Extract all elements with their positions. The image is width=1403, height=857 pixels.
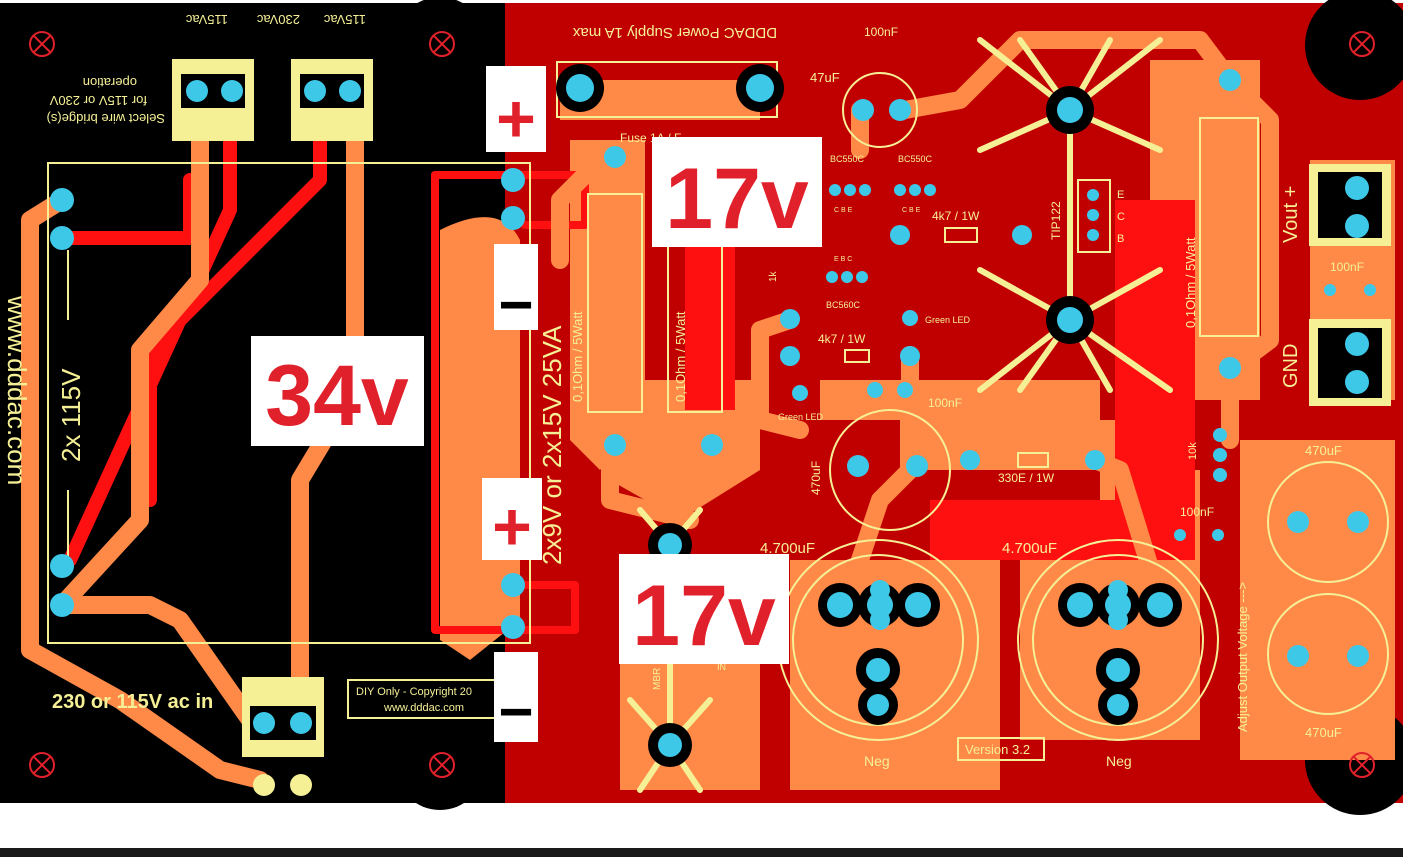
cap-top-label: 100nF — [864, 25, 898, 39]
cap-470-a-label: 470uF — [1305, 443, 1342, 458]
r1k-label: 1k — [768, 270, 779, 282]
wire-label-115-right: 115Vac — [323, 12, 366, 27]
voltage-34v: 34v — [265, 348, 409, 444]
plus-top-sign: + — [496, 81, 536, 157]
tip-e: E — [1117, 189, 1124, 201]
tip-b: B — [1117, 233, 1124, 245]
pot-label: 10k — [1187, 442, 1199, 460]
wire-note-1: Select wire bridge(s) — [47, 111, 166, 126]
pads — [50, 64, 1376, 796]
ac-in-label: 230 or 115V ac in — [52, 691, 213, 713]
version-label: Version 3.2 — [965, 742, 1030, 757]
led2-label: Green LED — [778, 412, 824, 422]
led1-label: Green LED — [925, 315, 971, 325]
website-vertical: www.dddac.com — [2, 295, 32, 485]
board-title: DDDAC Power Supply 1A max — [572, 24, 777, 41]
minus-top-sign: − — [498, 271, 533, 338]
tip-label: TIP122 — [1049, 201, 1063, 240]
cap-470-b-label: 470uF — [1305, 725, 1342, 740]
q2-pins: C B E — [902, 207, 921, 214]
cap-big-left-label: 4.700uF — [760, 540, 815, 557]
q1-pins: C B E — [834, 207, 853, 214]
plus-bottom-sign: + — [492, 489, 532, 565]
cap-out-100b-label: 100nF — [1180, 505, 1214, 519]
r330-label: 330E / 1W — [998, 471, 1055, 485]
wire-note-3: operation — [83, 75, 137, 90]
voltage-annotations: + − + − 17v 34v 17v — [251, 66, 822, 745]
wire-note-2: for 115V or 230V — [49, 93, 147, 108]
neg-right-label: Neg — [1106, 753, 1132, 769]
wire-label-115-left: 115Vac — [185, 12, 228, 27]
r4k7-mid-label: 4k7 / 1W — [818, 332, 866, 346]
cap-big-right-label: 4.700uF — [1002, 540, 1057, 557]
mbr-label: MBR — [652, 668, 663, 690]
diy-line-2: www.dddac.com — [383, 702, 464, 714]
in-label: IN — [717, 662, 726, 672]
gnd-label: GND — [1280, 344, 1302, 388]
copper-traces — [21, 31, 1279, 789]
voltage-17v-top: 17v — [665, 151, 809, 247]
neg-left-label: Neg — [864, 753, 890, 769]
r4k7-top-label: 4k7 / 1W — [932, 209, 980, 223]
mounting-holes — [29, 31, 1375, 778]
cap-47-label: 47uF — [810, 70, 840, 85]
vout-label: Vout + — [1280, 186, 1302, 243]
cap-out-100-label: 100nF — [1330, 260, 1364, 274]
q3-label: BC560C — [826, 300, 861, 310]
adjust-label: Adjust Output Voltage ---> — [1235, 582, 1250, 732]
minus-bottom-sign: − — [498, 678, 533, 745]
tip-c: C — [1117, 211, 1125, 223]
voltage-17v-bottom: 17v — [632, 568, 776, 664]
silk-text: DDDAC Power Supply 1A max www.dddac.com … — [2, 12, 1364, 769]
cap-mid-label: 100nF — [928, 396, 962, 410]
resistor-mid-label: 0,1Ohm / 5Watt — [673, 311, 688, 402]
diy-line-1: DIY Only - Copyright 20 — [356, 686, 472, 698]
cap-470-small-label: 470uF — [809, 461, 823, 495]
q3-pins: E B C — [834, 256, 852, 263]
primary-winding-label: 2x 115V — [56, 368, 86, 462]
q2-label: BC550C — [898, 154, 933, 164]
q1-label: BC550C — [830, 154, 865, 164]
window-bottom-edge — [0, 848, 1403, 857]
wire-label-230: 230Vac — [256, 12, 300, 27]
resistor-left-label: 0,1Ohm / 5Watt — [570, 311, 585, 402]
resistor-right-label: 0,1Ohm / 5Watt — [1183, 237, 1198, 328]
